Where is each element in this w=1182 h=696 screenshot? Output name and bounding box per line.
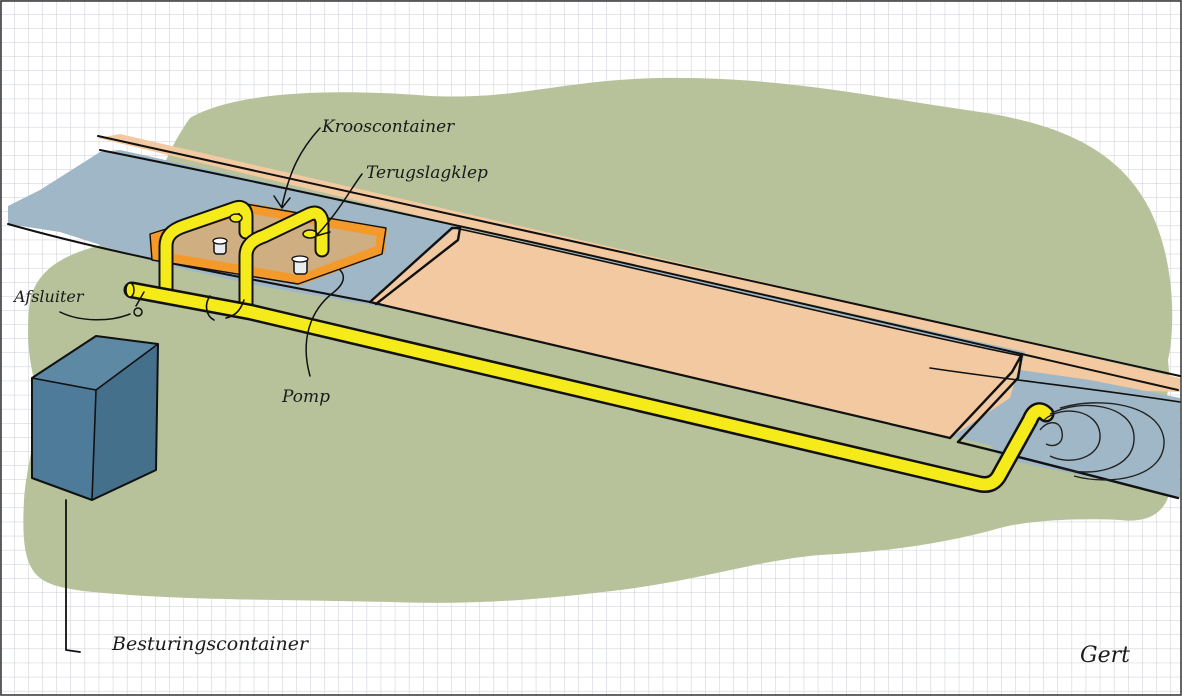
pipe-riser-right — [238, 205, 330, 312]
sand-bank — [98, 134, 1180, 392]
leader-afsluiter — [59, 311, 131, 321]
pump-right — [291, 255, 309, 275]
sand-basin — [370, 228, 1022, 438]
basin-right-wall — [948, 352, 1024, 444]
basin-far-line — [454, 227, 1023, 357]
label-terugslagklep: Terugslagklep — [366, 163, 488, 183]
signature: Gert — [1080, 643, 1130, 668]
label-pomp: Pomp — [281, 387, 330, 407]
leader-krooscontainer — [273, 127, 321, 209]
label-afsluiter: Afsluiter — [12, 287, 85, 306]
check-valve — [229, 213, 318, 239]
outflow-ripples — [1039, 402, 1165, 481]
water-edge-upper-right — [929, 367, 1181, 403]
bank-line-top-2 — [99, 149, 1179, 391]
leader-terugslagklep — [315, 173, 363, 237]
label-besturingscontainer: Besturingscontainer — [111, 633, 310, 655]
basin-near-edge — [368, 300, 952, 440]
control-container — [31, 335, 159, 501]
discharge-pipe — [123, 281, 1055, 493]
pipe-riser-left — [158, 200, 254, 300]
basin-left-wall — [368, 226, 462, 306]
leader-pomp — [305, 269, 345, 377]
leader-besturingscontainer — [65, 499, 81, 653]
label-krooscontainer: Krooscontainer — [321, 117, 455, 137]
shutoff-valve — [133, 291, 245, 321]
pump-left — [212, 237, 228, 255]
